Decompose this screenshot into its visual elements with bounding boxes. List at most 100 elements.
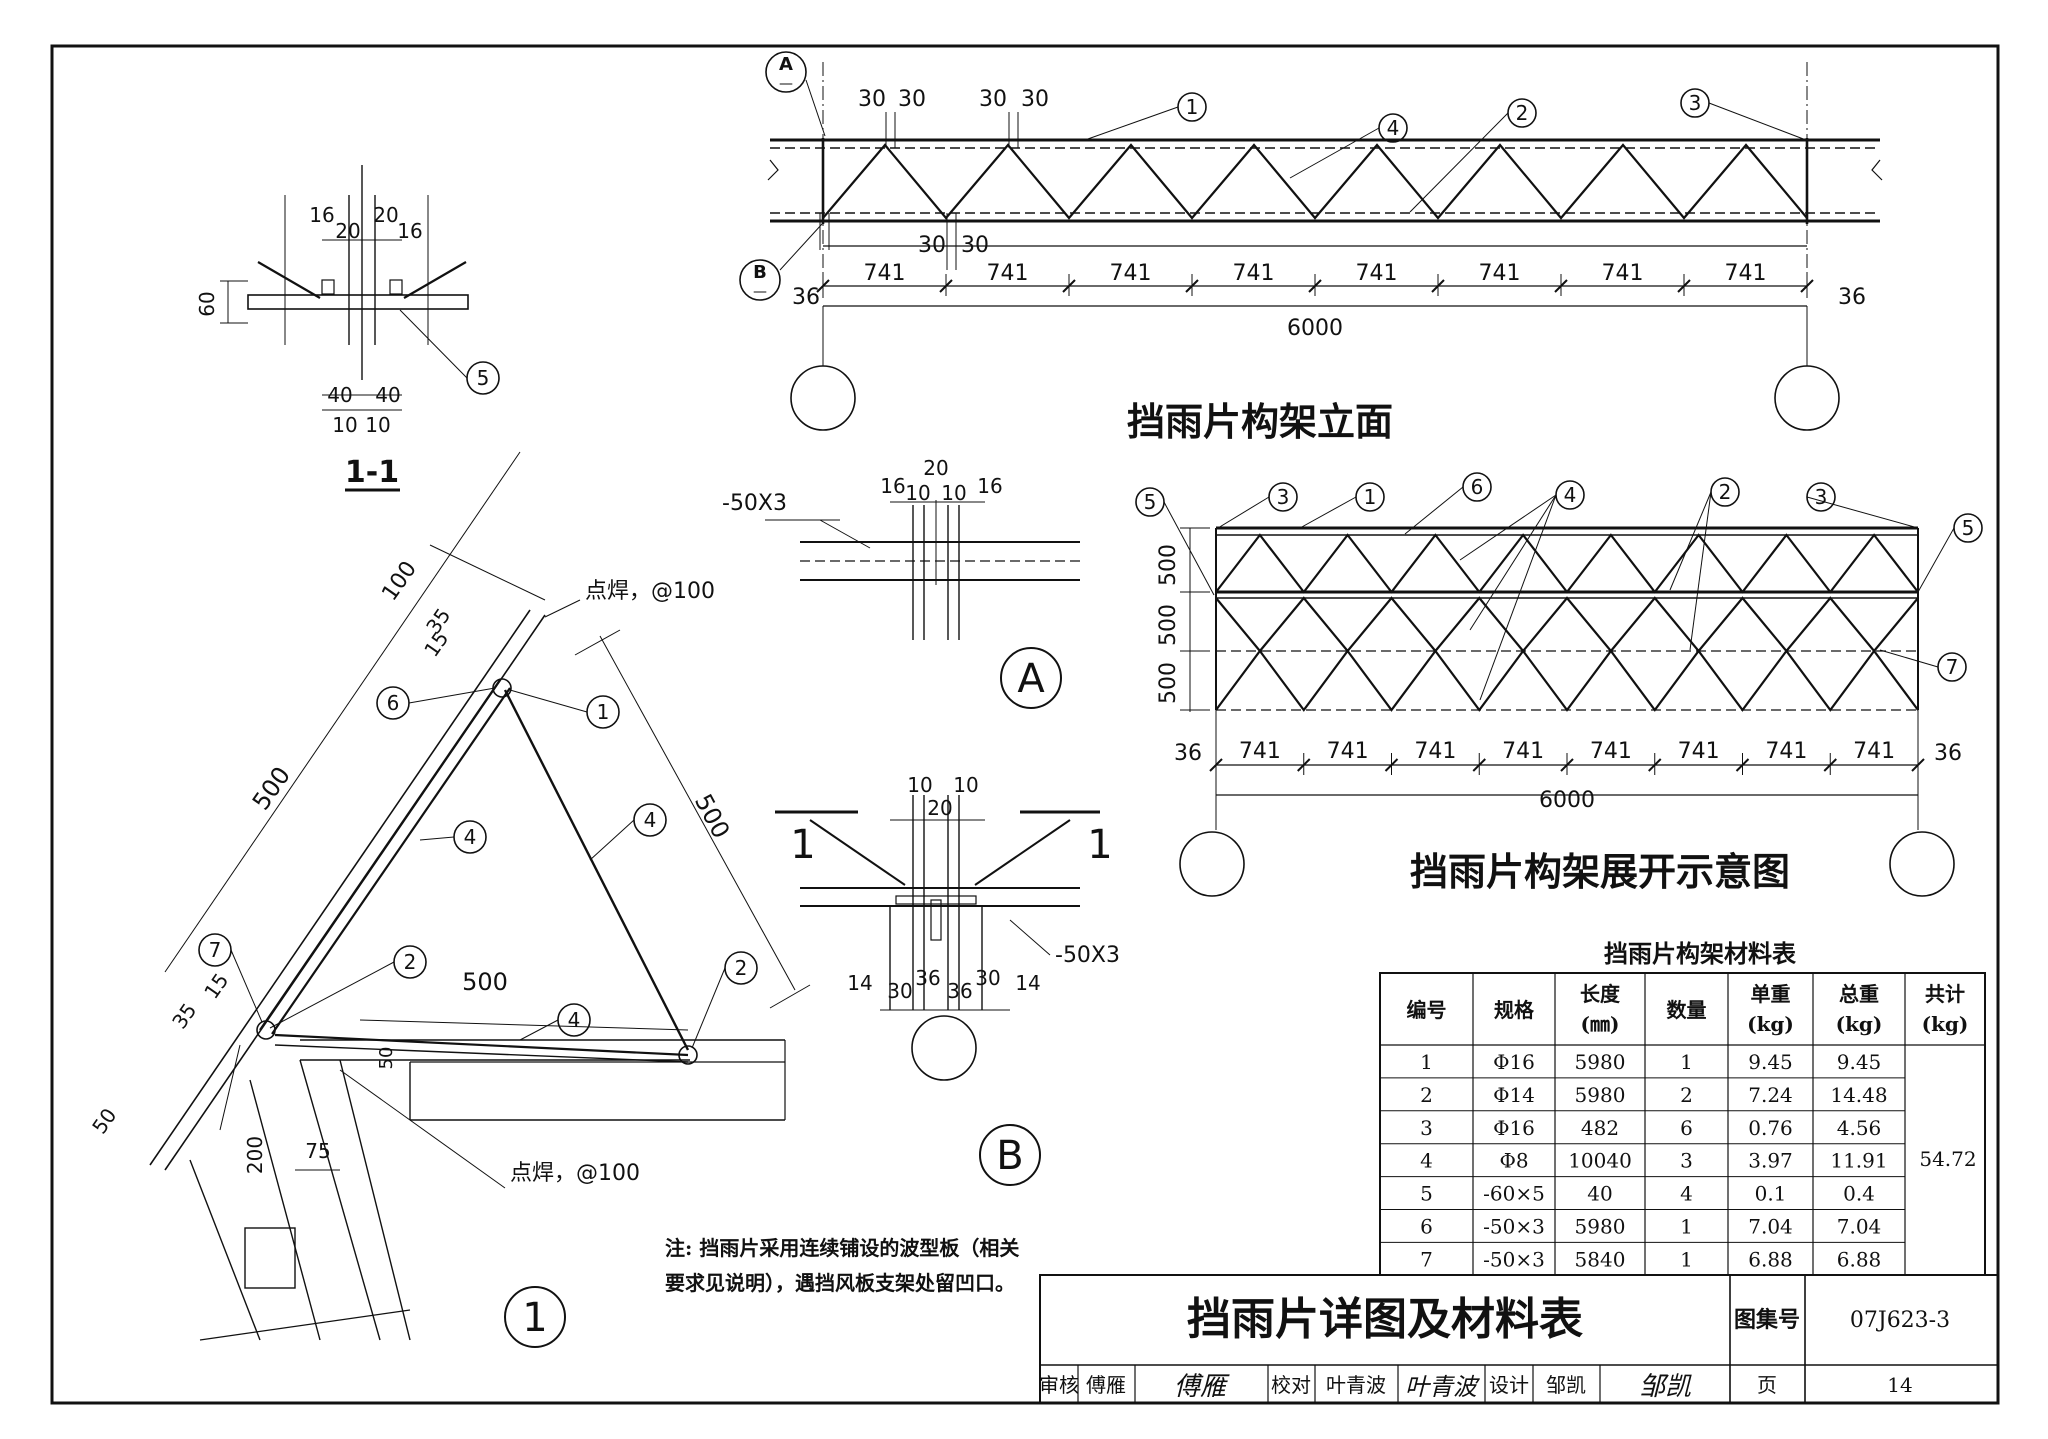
reviewer-name: 傅雁	[1086, 1373, 1126, 1397]
detail-a-texts: A -50X3 16 10 20 10 16	[722, 456, 1045, 702]
design-label: 设计	[1489, 1373, 1529, 1397]
table-cell: 11.91	[1830, 1149, 1887, 1173]
elev-span-label: 741	[987, 261, 1029, 286]
elev-gap-2: 30	[898, 87, 926, 112]
detail-b-dim-30a: 30	[887, 979, 912, 1003]
detail-a-label: A	[1017, 656, 1045, 702]
detail-b-dim-10a: 10	[907, 773, 932, 797]
atlas-label: 图集号	[1734, 1307, 1800, 1333]
sec11-dim-10b: 10	[365, 413, 390, 437]
table-cell: 2	[1420, 1083, 1433, 1107]
note: 注: 挡雨片采用连续铺设的波型板（相关 要求见说明），遇挡风板支架处留凹口。	[665, 1236, 1019, 1295]
cut-mark-right: 1	[1087, 822, 1112, 868]
elev-gap-3: 30	[979, 87, 1007, 112]
elev-span-label: 741	[1356, 261, 1398, 286]
elev-section-b: B	[753, 262, 767, 283]
table-cell: 7.24	[1748, 1083, 1793, 1107]
table-cell: 4	[1420, 1149, 1433, 1173]
table-cell: 6	[1680, 1116, 1693, 1140]
detail-1-balloon-6: 6	[387, 691, 400, 715]
table-cell: 1	[1420, 1050, 1433, 1074]
section-1-1	[220, 165, 500, 492]
elev-span-label: 741	[1110, 261, 1152, 286]
detail-b-label: B	[996, 1133, 1023, 1179]
table-header-cell: 共计	[1925, 982, 1965, 1006]
unfold-drawing	[1135, 472, 1983, 897]
elev-span-label: 741	[1602, 261, 1644, 286]
table-sum: 54.72	[1919, 1147, 1976, 1171]
elev-section-b-dash: —	[753, 284, 767, 300]
table-cell: 1	[1680, 1247, 1693, 1271]
detail-1-dim-50b: 50	[376, 1047, 397, 1070]
unfold-height-1: 500	[1156, 544, 1181, 586]
title-block: 挡雨片详图及材料表 图集号 07J623-3 审核 傅雁 傅雁 校对 叶青波 叶…	[1039, 1274, 1999, 1404]
unfold-balloon-2: 2	[1719, 480, 1732, 504]
table-header-cell: (kg)	[1836, 1012, 1883, 1036]
detail-1-dim-200: 200	[243, 1136, 267, 1174]
unfold-balloon-5b: 5	[1962, 516, 1975, 540]
elev-span-label: 741	[1479, 261, 1521, 286]
unfold-left-edge: 36	[1174, 741, 1202, 766]
weld-note-bottom: 点焊，@100	[510, 1161, 640, 1186]
elev-balloon-4: 4	[1387, 116, 1400, 140]
detail-1-balloon-4a: 4	[464, 825, 477, 849]
elev-span-label: 741	[1725, 261, 1767, 286]
page-number: 14	[1887, 1373, 1912, 1397]
designer-name: 邹凯	[1546, 1373, 1586, 1397]
detail-1-balloon-2b: 2	[735, 956, 748, 980]
table-cell: 0.4	[1843, 1182, 1875, 1206]
detail-1-dim-35b: 35	[167, 999, 201, 1034]
section-1-1-texts: 1-1 16 20 20 16 60 40 40 10 10 5	[195, 203, 489, 490]
unfold-balloon-6: 6	[1471, 475, 1484, 499]
unfold-right-edge: 36	[1934, 741, 1962, 766]
table-cell: 6	[1420, 1215, 1433, 1239]
detail-a-dim-20: 20	[923, 456, 948, 480]
unfold-span-label: 741	[1327, 739, 1369, 764]
elev-section-a-dash: —	[779, 76, 793, 92]
table-header-cell: 编号	[1407, 998, 1447, 1022]
detail-1-balloon-4b: 4	[644, 808, 657, 832]
detail-a	[765, 500, 1080, 709]
review-label: 审核	[1039, 1373, 1079, 1397]
check-label: 校对	[1271, 1373, 1311, 1397]
table-cell: 3.97	[1748, 1149, 1793, 1173]
table-cell: 9.45	[1837, 1050, 1882, 1074]
detail-b-dim-14a: 14	[847, 971, 872, 995]
table-cell: -50×3	[1483, 1247, 1545, 1271]
detail-b	[775, 795, 1100, 1186]
detail-1-balloon-4c: 4	[568, 1008, 581, 1032]
sec11-dim-40a: 40	[327, 383, 352, 407]
zigzag-row	[1215, 596, 1919, 653]
sheet-title: 挡雨片详图及材料表	[1187, 1294, 1583, 1345]
cut-mark-left: 1	[790, 822, 815, 868]
table-cell: 4.56	[1837, 1116, 1882, 1140]
reviewer-signature: 傅雁	[1174, 1372, 1230, 1402]
zigzag-row	[1215, 533, 1919, 594]
elev-balloon-3: 3	[1689, 91, 1702, 115]
elev-gap-6: 30	[961, 233, 989, 258]
unfold-span-label: 741	[1414, 739, 1456, 764]
detail-b-plate: -50X3	[1055, 943, 1120, 968]
table-cell: 9.45	[1748, 1050, 1793, 1074]
table-cell: 4	[1680, 1182, 1693, 1206]
table-header-cell: 单重	[1751, 982, 1791, 1006]
atlas-number: 07J623-3	[1850, 1308, 1950, 1333]
detail-a-dim-10a: 10	[905, 481, 930, 505]
detail-b-dim-14b: 14	[1015, 971, 1040, 995]
unfold-balloon-3b: 3	[1815, 485, 1828, 509]
sec11-dim-16b: 16	[397, 219, 422, 243]
unfold-span-label: 741	[1853, 739, 1895, 764]
table-cell: 3	[1420, 1116, 1433, 1140]
unfold-span-label: 741	[1502, 739, 1544, 764]
sec11-dim-20a: 20	[335, 219, 360, 243]
detail-1-dim-50a: 50	[87, 1104, 121, 1139]
note-line-2: 要求见说明），遇挡风板支架处留凹口。	[665, 1271, 1015, 1295]
table-cell: 5840	[1575, 1247, 1626, 1271]
detail-1-dim-15b: 15	[199, 969, 233, 1004]
detail-1-dim-100: 100	[377, 557, 422, 606]
detail-a-dim-10b: 10	[941, 481, 966, 505]
sec11-dim-20b: 20	[373, 203, 398, 227]
table-header-cell: 长度	[1580, 982, 1621, 1006]
table-cell: -50×3	[1483, 1215, 1545, 1239]
